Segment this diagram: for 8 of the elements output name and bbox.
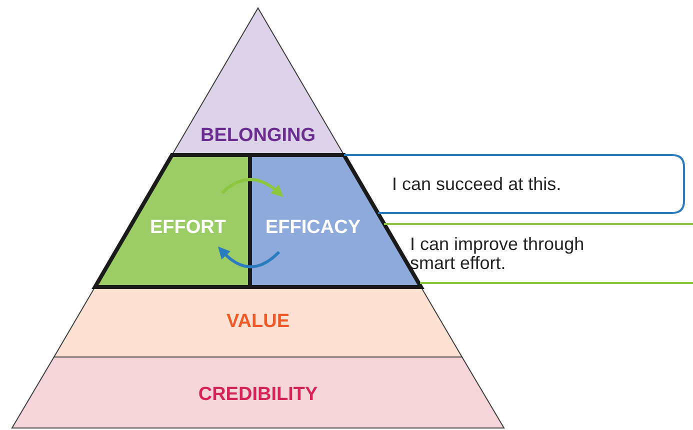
pyramid-tier: [12, 357, 504, 428]
pyramid-tier: [172, 8, 344, 155]
tier-label: BELONGING: [200, 125, 316, 147]
pyramid-tier: [54, 287, 462, 357]
callout-box: I can succeed at this.: [344, 154, 685, 214]
tier-label: VALUE: [226, 311, 290, 333]
tier-label: CREDIBILITY: [198, 384, 318, 406]
callout-text: I can improve through smart effort.: [384, 223, 693, 284]
